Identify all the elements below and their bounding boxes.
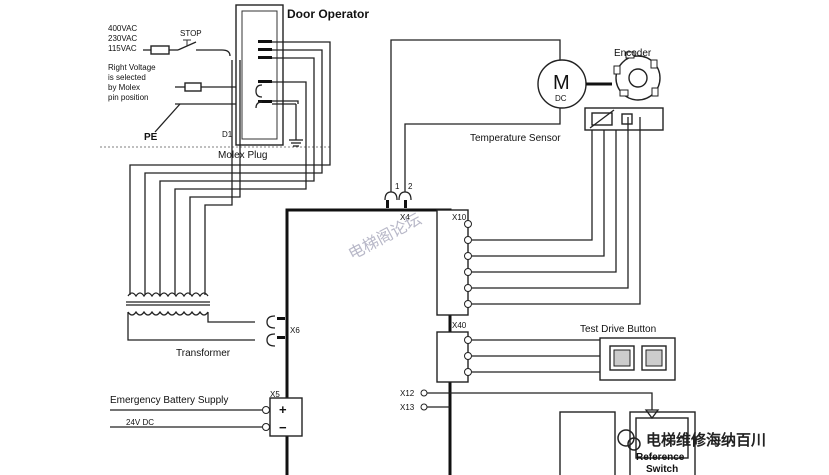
transformer-symbol: [126, 292, 255, 341]
plug-to-transformer-wires: [129, 41, 331, 295]
x12-wire: [427, 392, 653, 410]
pe-wire: [154, 103, 181, 133]
voltage-note-line3: by Molex: [108, 83, 140, 92]
x10-label: X10: [452, 213, 467, 222]
test-drive-button-1-face: [613, 349, 631, 367]
voltage-230: 230VAC: [108, 34, 137, 43]
battery-label: Emergency Battery Supply: [110, 395, 228, 406]
x6-connector: [266, 315, 285, 347]
motor-wire-2: [404, 108, 561, 192]
x40-block: [436, 331, 469, 383]
voltage-note-line2: is selected: [108, 73, 146, 82]
left-lower-box: [559, 411, 616, 475]
watermark-corner: 电梯维修海纳百川: [617, 429, 766, 451]
x10-terminals: [464, 220, 472, 308]
stop-label: STOP: [180, 29, 202, 38]
voltage-115: 115VAC: [108, 44, 137, 53]
ground-icon: [272, 103, 303, 147]
voltage-400: 400VAC: [108, 24, 137, 33]
x6-label: X6: [290, 326, 300, 335]
x4-label: X4: [400, 213, 410, 222]
reference-switch-actuator-icon: [644, 409, 660, 420]
molex-plug-label: Molex Plug: [218, 150, 267, 161]
x40-terminals: [464, 336, 472, 376]
fuse-symbol: [143, 45, 178, 55]
temperature-sensor-label: Temperature Sensor: [470, 133, 561, 144]
motor-symbol: M: [553, 72, 570, 94]
d1-label: D1: [222, 130, 233, 139]
motor-type: DC: [555, 94, 567, 103]
door-operator-box: [235, 4, 284, 146]
molex-pins: [255, 40, 272, 109]
voltage-note-line4: pin position: [108, 93, 148, 102]
transformer-label: Transformer: [176, 348, 231, 359]
watermark-center: 电梯阁论坛: [345, 209, 425, 263]
x4-pin-2: 2: [408, 182, 413, 191]
encoder-icon: [613, 51, 661, 118]
x5-label: X5: [270, 390, 280, 399]
x10-to-encoder-wires: [472, 117, 641, 305]
test-drive-label: Test Drive Button: [580, 324, 656, 335]
pin-hook-1: [221, 49, 231, 57]
battery-voltage: 24V DC: [126, 418, 154, 427]
motor-wire-1: [390, 39, 561, 192]
x5-block: [269, 397, 303, 437]
x4-pin-1: 1: [395, 182, 400, 191]
voltage-note-line1: Right Voltage: [108, 63, 156, 72]
reference-switch-line2: Switch: [646, 464, 678, 475]
reference-switch-inner: [635, 417, 689, 459]
x13-label: X13: [400, 403, 415, 412]
temperature-sensor-icon: [584, 107, 664, 131]
x5-terminal-minus: [262, 423, 270, 431]
battery-minus-symbol: −: [279, 420, 287, 435]
battery-plus-symbol: +: [279, 402, 287, 417]
reference-switch-line1: Reference: [636, 452, 685, 463]
watermark-corner-text: 电梯维修海纳百川: [646, 431, 766, 449]
x5-terminal-plus: [262, 406, 270, 414]
encoder-label: Encoder: [614, 48, 652, 59]
x4-connector: [384, 191, 412, 208]
x40-label: X40: [452, 321, 467, 330]
molex-plug-inner: [241, 10, 278, 140]
x12-terminal: [420, 389, 428, 397]
x13-terminal: [420, 403, 428, 411]
x12-label: X12: [400, 389, 415, 398]
test-drive-button-2-face: [645, 349, 663, 367]
pe-label: PE: [144, 132, 158, 143]
door-operator-title: Door Operator: [287, 7, 369, 21]
x40-to-button-wires: [472, 339, 600, 373]
x10-block: [436, 209, 469, 316]
stop-switch-icon: [177, 39, 222, 51]
